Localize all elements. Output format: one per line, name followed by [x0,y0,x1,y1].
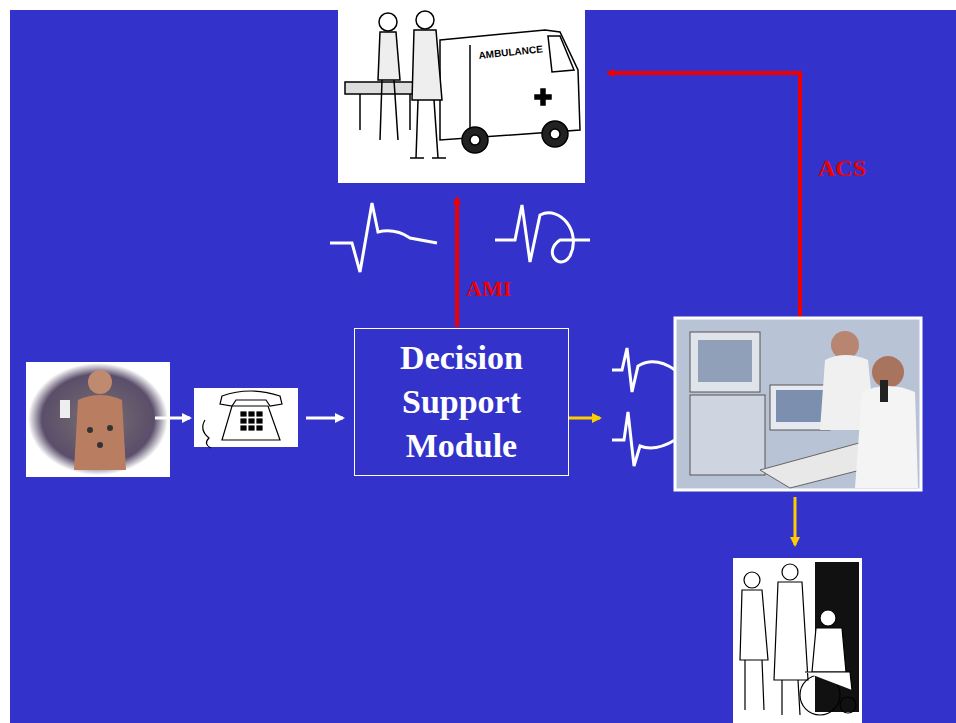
patient-photo [26,362,170,477]
ami-arrow [455,198,459,327]
arrow-label: ACS [818,155,866,182]
ambulance-picture [338,0,585,183]
input-arrow [155,417,190,420]
arrow-label: AMI [466,276,511,302]
node-text: Decision Support Module [355,336,568,468]
ecg-waveforms [612,348,675,466]
acs-arrow [608,73,800,318]
telephone-picture [194,388,298,448]
input-arrow [306,417,343,420]
monitoring-center-photo [675,318,921,490]
background [10,10,956,723]
caregivers-picture [733,558,862,723]
process-box: Decision Support Module [354,328,569,476]
ecg-waveforms [330,203,590,272]
output-arrow [794,497,797,545]
